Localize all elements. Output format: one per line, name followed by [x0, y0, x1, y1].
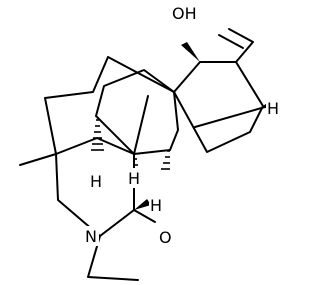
bond-lines: [19, 28, 266, 281]
wedge-bond-oh: [181, 42, 200, 62]
label-h-right: H: [267, 99, 279, 118]
wedge-bond-h-bottom: [134, 199, 151, 210]
label-o: O: [159, 228, 172, 247]
label-h-bottom: H: [150, 196, 162, 215]
label-h-center: H: [128, 169, 140, 188]
label-n: N: [85, 227, 97, 246]
label-oh: OH: [172, 4, 197, 23]
label-h-left: H: [90, 172, 102, 191]
atom-labels: OH H H H H N O: [84, 2, 280, 247]
